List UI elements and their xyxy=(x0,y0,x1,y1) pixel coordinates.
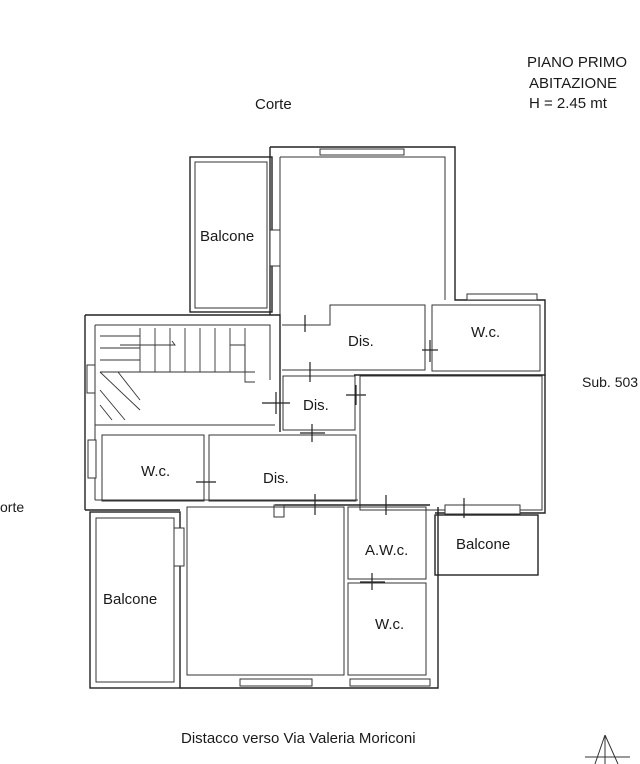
bathroom-west xyxy=(87,434,216,502)
floor-use: ABITAZIONE xyxy=(529,75,618,92)
floor-title: PIANO PRIMO xyxy=(527,54,628,71)
wall-band-middle xyxy=(85,499,430,518)
room-east xyxy=(359,375,546,514)
bathroom-northeast xyxy=(431,293,541,372)
label-distacco: Distacco verso Via Valeria Moriconi xyxy=(181,730,416,747)
stair-hall xyxy=(84,314,281,510)
balcony-east xyxy=(434,498,539,576)
label-corte-left: orte xyxy=(0,499,25,515)
room-label-balcone-sw: Balcone xyxy=(103,591,158,608)
anti-bathroom xyxy=(347,495,427,590)
room-label-wc-ne: W.c. xyxy=(471,324,501,341)
room-label-wc-w: W.c. xyxy=(141,463,171,480)
bathroom-south xyxy=(347,582,427,676)
staircase xyxy=(99,328,255,421)
room-label-balcone-e: Balcone xyxy=(456,536,511,553)
room-label-wc-s: W.c. xyxy=(375,616,405,633)
room-south xyxy=(180,506,439,689)
label-corte-top: Corte xyxy=(255,96,292,113)
north-arrow-icon xyxy=(585,734,630,764)
room-label-dis-1: Dis. xyxy=(348,333,374,350)
balcony-southwest xyxy=(89,511,185,689)
corridor-dis-1 xyxy=(282,304,438,371)
corridor-dis-2 xyxy=(262,362,366,431)
room-block-north xyxy=(269,146,546,376)
label-sub-503: Sub. 503 xyxy=(582,374,639,390)
floor-height: H = 2.45 mt xyxy=(529,95,607,112)
room-label-awc: A.W.c. xyxy=(365,542,409,559)
room-label-dis-2: Dis. xyxy=(303,397,329,414)
room-label-balcone-nw: Balcone xyxy=(200,228,255,245)
room-label-dis-3: Dis. xyxy=(263,470,289,487)
